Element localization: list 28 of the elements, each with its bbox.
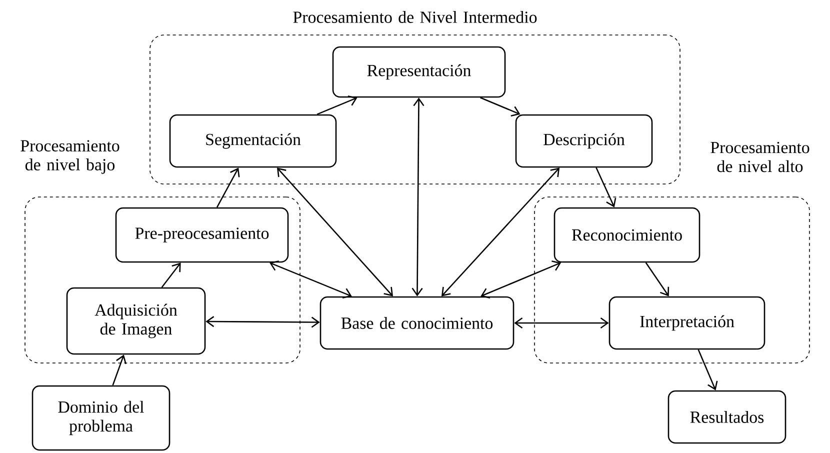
arrow [161,262,181,288]
process-box: Interpretación [608,296,766,350]
group-heading: Procesamiento de nivel bajo [20,140,120,174]
process-box: Reconocimiento [554,207,700,263]
arrow [412,98,424,296]
arrow [645,262,670,296]
process-box: Segmentación [169,114,337,168]
group-heading: Procesamiento de Nivel Intermedio [293,11,537,23]
arrow [596,167,616,208]
process-box: Representación [332,46,506,98]
arrow [276,168,393,296]
process-box: Base de conocimiento [320,296,514,350]
process-box: Descripción [515,114,653,168]
arrow [480,97,520,116]
process-box: Dominio del problema [32,385,170,451]
arrow [698,349,718,390]
process-box: Resultados [668,390,786,444]
process-box: Adquisición de Imagen [66,287,206,355]
arrow [216,168,240,208]
arrow [269,260,352,299]
arrow [441,168,560,296]
arrow [316,96,358,115]
process-box: Pre-preocesamiento [115,207,289,263]
group-heading: Procesamiento de nivel alto [710,142,810,172]
arrow [514,317,609,329]
arrow [480,260,562,298]
arrow [206,316,320,328]
arrow [112,354,126,386]
